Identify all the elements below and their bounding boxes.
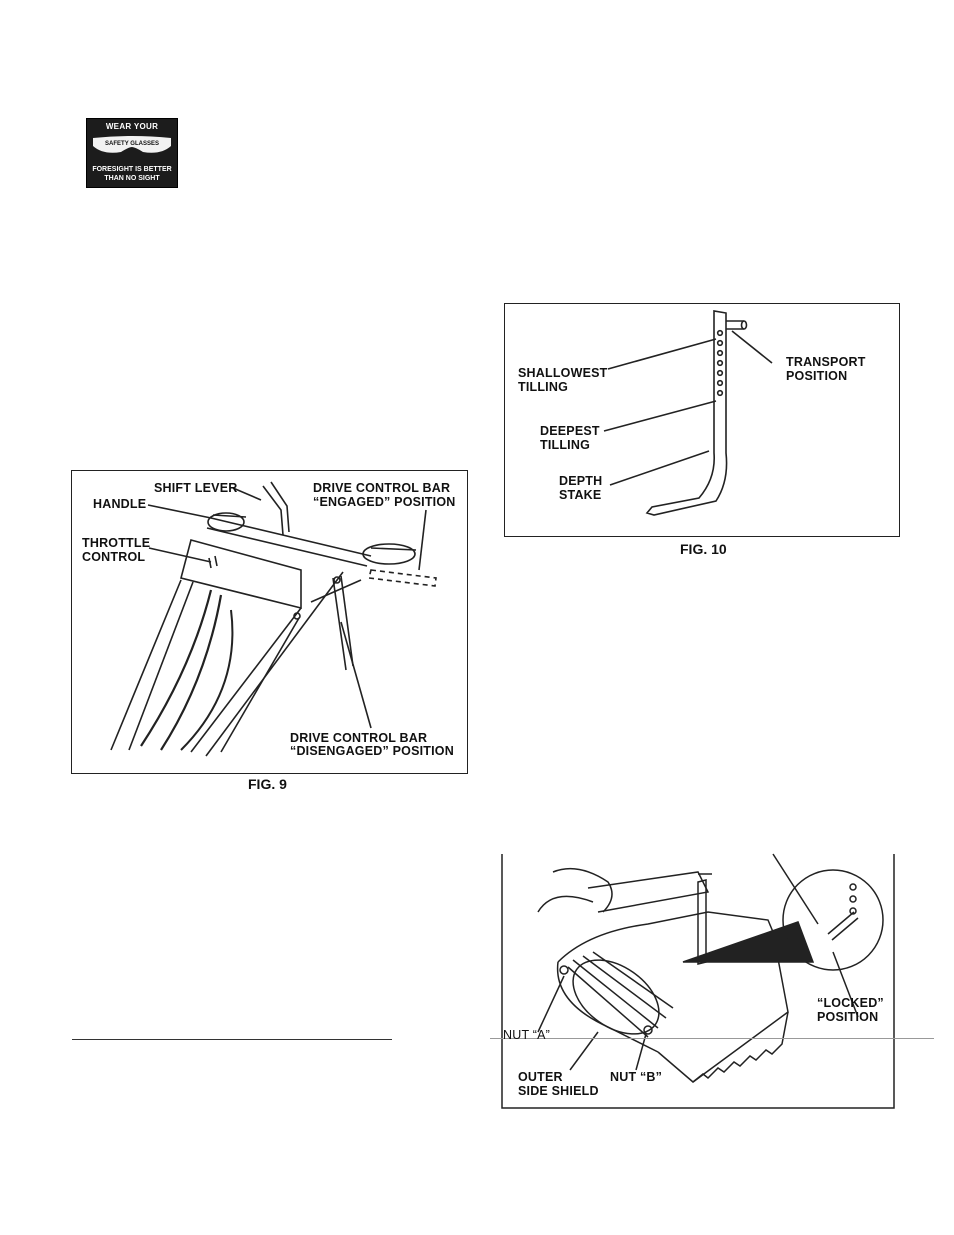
safety-glasses-icon xyxy=(93,136,171,153)
badge-line-1: WEAR YOUR xyxy=(105,122,159,131)
fig10-label-transport-2: POSITION xyxy=(786,369,848,383)
safety-glasses-badge: WEAR YOUR SAFETY GLASSES FORESIGHT IS BE… xyxy=(86,118,178,188)
fig10-label-depth-2: STAKE xyxy=(559,488,602,502)
fig10-label-deepest-1: DEEPEST xyxy=(540,424,600,438)
fig10-label-transport-1: TRANSPORT xyxy=(786,355,866,369)
fig9-label-throttle-2: CONTROL xyxy=(82,550,146,564)
fig11-label-locked-2: POSITION xyxy=(817,1010,879,1024)
fig11-label-outer-2: SIDE SHIELD xyxy=(518,1084,599,1098)
fig10-depth-stake-illustration xyxy=(603,310,773,516)
fig9-label-engaged-1: DRIVE CONTROL BAR xyxy=(313,481,451,495)
fig11-label-nut-b: NUT “B” xyxy=(610,1070,663,1084)
fig10-caption: FIG. 10 xyxy=(680,541,727,557)
fig9-label-shift-lever: SHIFT LEVER xyxy=(154,481,238,495)
fig9-label-handle: HANDLE xyxy=(93,497,147,511)
fig9-caption: FIG. 9 xyxy=(248,776,287,792)
fig10-label-deepest-2: TILLING xyxy=(540,438,591,452)
fig9-label-disengaged-1: DRIVE CONTROL BAR xyxy=(290,731,428,745)
fig11-ground-line xyxy=(490,1038,934,1039)
fig11-label-nut-a: NUT “A” xyxy=(503,1028,550,1042)
badge-line-2: SAFETY GLASSES xyxy=(105,141,159,147)
fig11-tine-shield-illustration xyxy=(501,853,895,1109)
fig11-label-locked-1: “LOCKED” xyxy=(817,996,884,1010)
fig10-frame xyxy=(504,303,900,537)
badge-line-4: THAN NO SIGHT xyxy=(104,175,160,182)
fig9-label-throttle-1: THROTTLE xyxy=(82,536,151,550)
section-divider xyxy=(72,1039,392,1040)
fig10-label-shallowest-1: SHALLOWEST xyxy=(518,366,608,380)
fig10-label-depth-1: DEPTH xyxy=(559,474,603,488)
fig10-label-shallowest-2: TILLING xyxy=(518,380,569,394)
fig9-label-engaged-2: “ENGAGED” POSITION xyxy=(313,495,456,509)
fig9-handle-illustration xyxy=(110,481,437,757)
fig11-label-outer-1: OUTER xyxy=(518,1070,563,1084)
fig9-frame xyxy=(71,470,468,774)
fig9-label-disengaged-2: “DISENGAGED” POSITION xyxy=(290,744,454,758)
badge-line-3: FORESIGHT IS BETTER xyxy=(92,166,172,173)
